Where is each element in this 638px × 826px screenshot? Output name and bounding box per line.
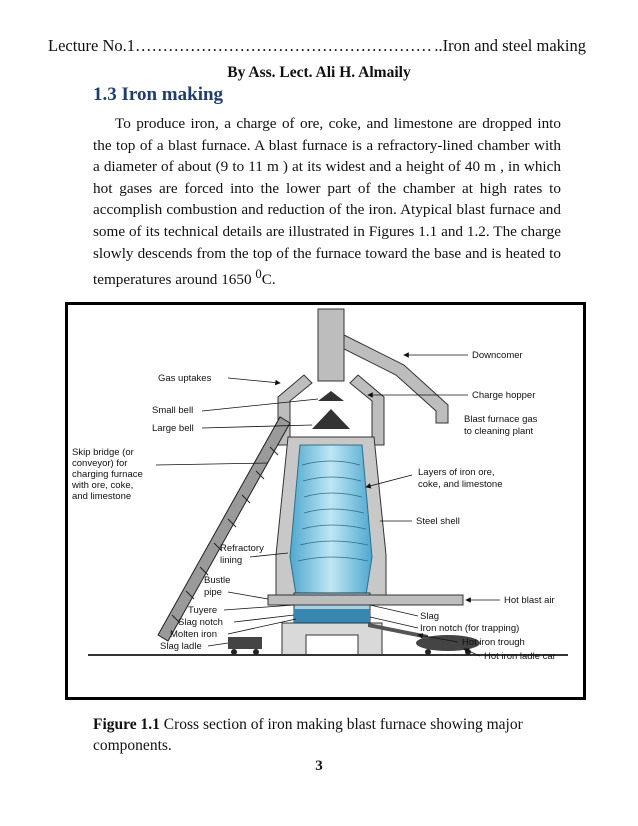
label-hot-iron-ladle-car: Hot iron ladle car — [463, 648, 556, 662]
bustle-pipe — [267, 594, 464, 606]
label-slag-ladle: Slag ladle — [160, 641, 229, 652]
svg-text:conveyor) for: conveyor) for — [72, 458, 127, 469]
top-stack — [317, 308, 345, 382]
label-refractory: Refractory lining — [220, 543, 289, 566]
blast-furnace-diagram: Downcomer Gas uptakes Charge hopper Smal… — [71, 308, 568, 662]
svg-text:and limestone: and limestone — [72, 491, 131, 502]
svg-text:Hot iron trough: Hot iron trough — [462, 637, 525, 648]
svg-text:Skip bridge (or: Skip bridge (or — [72, 447, 134, 458]
temperature-unit: C. — [261, 271, 276, 289]
gas-uptake-right — [349, 374, 385, 446]
label-skip-bridge: Skip bridge (or conveyor) for charging f… — [71, 447, 269, 502]
section-title: 1.3 Iron making — [93, 84, 224, 105]
svg-text:Hot iron ladle car: Hot iron ladle car — [484, 651, 556, 662]
label-small-bell: Small bell — [152, 398, 319, 416]
label-tuyere: Tuyere — [188, 604, 295, 616]
svg-text:pipe: pipe — [204, 587, 222, 598]
svg-text:Small bell: Small bell — [152, 405, 193, 416]
slag-ladle-car — [228, 637, 262, 655]
paragraph-text: To produce iron, a charge of ore, coke, … — [93, 115, 561, 289]
figure-caption: Figure 1.1 Cross section of iron making … — [93, 714, 563, 756]
svg-text:coke, and limestone: coke, and limestone — [418, 479, 503, 490]
furnace-interior — [289, 444, 373, 596]
downcomer-pipe — [343, 334, 449, 424]
caption-label: Figure 1.1 — [93, 716, 160, 733]
svg-text:Hot blast air: Hot blast air — [504, 595, 555, 606]
header-lecture: Lecture No.1 — [48, 36, 136, 55]
foundation-opening — [305, 634, 359, 656]
svg-text:to cleaning plant: to cleaning plant — [464, 426, 534, 437]
svg-text:Iron notch (for trapping): Iron notch (for trapping) — [420, 623, 519, 634]
label-charge-hopper: Charge hopper — [367, 390, 535, 401]
label-iron-notch: Iron notch (for trapping) — [369, 616, 519, 634]
svg-text:charging furnace: charging furnace — [72, 469, 143, 480]
svg-text:Steel shell: Steel shell — [416, 516, 460, 527]
running-header: Lecture No.1………………………………………………………………… ..… — [48, 36, 596, 56]
page-number: 3 — [315, 758, 323, 774]
label-slag-notch: Slag notch — [178, 614, 295, 628]
author-byline: By Ass. Lect. Ali H. Almaily — [227, 64, 411, 81]
svg-text:Refractory: Refractory — [220, 543, 264, 554]
label-layers: Layers of iron ore, coke, and limestone — [365, 467, 503, 490]
svg-text:Slag: Slag — [420, 611, 439, 622]
svg-text:Bustle: Bustle — [204, 575, 230, 586]
svg-text:Gas uptakes: Gas uptakes — [158, 373, 212, 384]
label-downcomer: Downcomer — [403, 350, 523, 361]
svg-text:Tuyere: Tuyere — [188, 605, 217, 616]
charge-layers — [297, 460, 369, 562]
label-blast-furnace-gas: Blast furnace gas to cleaning plant — [464, 414, 538, 437]
label-bustle-pipe: Bustle pipe — [204, 575, 269, 600]
svg-text:Downcomer: Downcomer — [472, 350, 523, 361]
header-topic: ..Iron and steel making — [432, 36, 586, 56]
label-hot-iron-trough: Hot iron trough — [417, 633, 525, 648]
temperature-superscript: 0 — [255, 267, 262, 282]
svg-text:with ore, coke,: with ore, coke, — [71, 480, 133, 491]
svg-text:Molten iron: Molten iron — [170, 629, 217, 640]
svg-text:Slag ladle: Slag ladle — [160, 641, 202, 652]
svg-text:lining: lining — [220, 555, 242, 566]
svg-text:Slag notch: Slag notch — [178, 617, 223, 628]
blast-furnace-figure: Downcomer Gas uptakes Charge hopper Smal… — [65, 302, 586, 700]
label-gas-uptakes: Gas uptakes — [158, 373, 281, 386]
svg-text:Blast furnace gas: Blast furnace gas — [464, 414, 538, 425]
hot-iron-trough — [368, 623, 428, 639]
label-large-bell: Large bell — [152, 423, 313, 434]
label-hot-blast-air: Hot blast air — [465, 595, 555, 606]
molten-iron-pool — [294, 609, 370, 623]
large-bell — [312, 409, 350, 429]
svg-text:Charge hopper: Charge hopper — [472, 390, 535, 401]
svg-text:Layers of iron ore,: Layers of iron ore, — [418, 467, 495, 478]
svg-text:Large bell: Large bell — [152, 423, 194, 434]
small-bell — [318, 391, 344, 401]
caption-text: Cross section of iron making blast furna… — [93, 716, 523, 754]
body-paragraph: To produce iron, a charge of ore, coke, … — [93, 113, 561, 291]
label-molten-iron: Molten iron — [170, 618, 297, 640]
label-steel-shell: Steel shell — [380, 516, 460, 527]
skip-bridge — [157, 416, 291, 642]
label-slag: Slag — [369, 604, 439, 622]
